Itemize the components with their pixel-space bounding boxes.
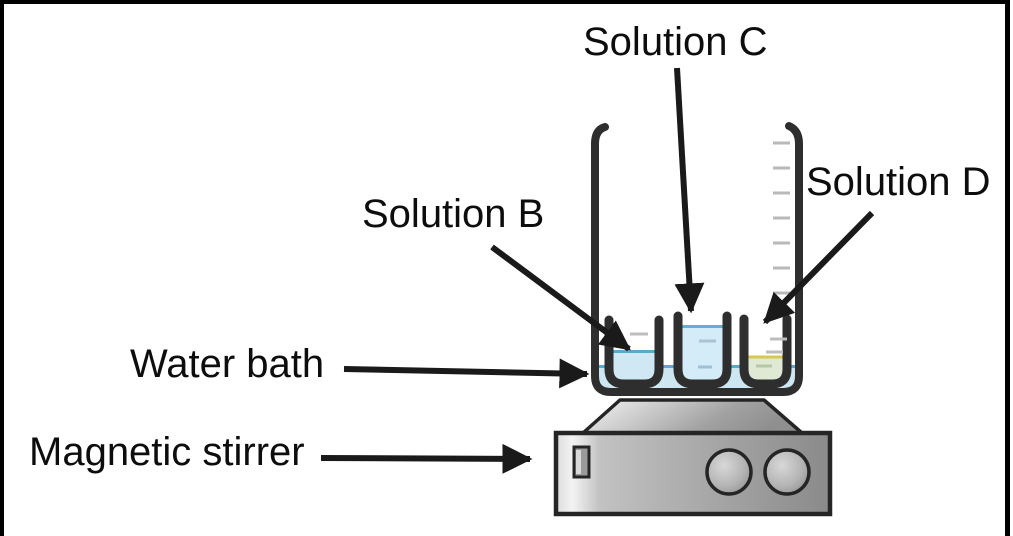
stirrer-switch-highlight xyxy=(576,450,581,474)
solution-d-tube-glass xyxy=(739,314,792,389)
stirrer-knob-right xyxy=(763,448,811,496)
water-bath-label: Water bath xyxy=(130,342,325,386)
solution-c-label: Solution C xyxy=(583,20,768,64)
beaker-glass-outline xyxy=(591,122,803,396)
solution-b-arrow xyxy=(490,244,631,352)
liquid-highlight-dashes xyxy=(630,332,787,369)
beaker-graduations xyxy=(773,141,790,295)
magnetic-stirrer-label: Magnetic stirrer xyxy=(29,430,305,474)
solution-c-liquid xyxy=(682,327,723,380)
solution-d-label: Solution D xyxy=(806,160,991,204)
tube-solution-c xyxy=(673,311,732,389)
solution-b-tube-glass xyxy=(604,315,664,389)
solution-d-liquid xyxy=(748,358,783,380)
solution-c-tube-glass xyxy=(673,311,732,389)
callout-arrows xyxy=(320,67,875,474)
stirrer-platform xyxy=(581,398,804,435)
water-bath-arrow xyxy=(343,358,590,389)
magnetic-stirrer xyxy=(553,398,833,517)
solution-b-liquid xyxy=(613,352,655,380)
solution-b-label: Solution B xyxy=(362,192,545,236)
solution-d-arrow xyxy=(762,210,875,325)
stirrer-knob-left xyxy=(705,448,753,496)
magnetic-stirrer-arrow xyxy=(320,443,533,474)
solution-c-arrow xyxy=(674,67,705,314)
tube-solution-d xyxy=(739,314,792,389)
tube-solution-b xyxy=(604,315,664,389)
